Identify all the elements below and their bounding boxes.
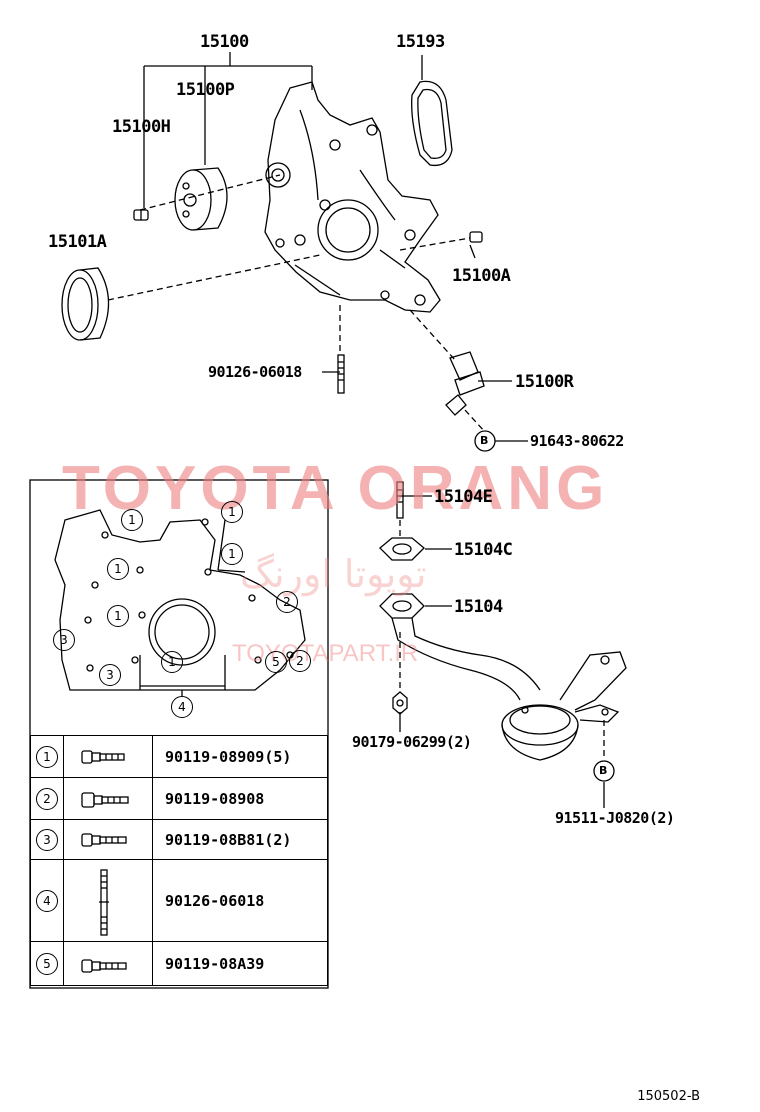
- callout-1: 1: [221, 543, 243, 565]
- part-number: 90119-08908: [152, 777, 328, 820]
- callout-2: 2: [289, 650, 311, 672]
- callout-1: 1: [121, 509, 143, 531]
- label-15104E: 15104E: [434, 487, 493, 507]
- row-number: 2: [36, 787, 58, 810]
- bolt-image-cell: [63, 819, 153, 860]
- bolt-table: 1 90119-08909(5) 2 90119-08908 3 90119-0…: [30, 735, 328, 986]
- label-90126-06018: 90126-06018: [208, 363, 302, 381]
- table-row: 4 90126-06018: [30, 859, 328, 942]
- row-number: 3: [36, 828, 58, 851]
- label-90179-06299: 90179-06299(2): [352, 733, 472, 751]
- callout-5: 5: [265, 651, 287, 673]
- table-row: 5 90119-08A39: [30, 941, 328, 986]
- table-row: 3 90119-08B81(2): [30, 819, 328, 860]
- drive-rotor: [174, 167, 228, 231]
- label-91643-80622: 91643-80622: [530, 432, 624, 450]
- callout-1: 1: [107, 605, 129, 627]
- callout-3: 3: [99, 664, 121, 686]
- bolt-image-cell: [63, 941, 153, 986]
- label-15100A: 15100A: [452, 266, 511, 286]
- row-number: 1: [36, 745, 58, 768]
- label-15100P: 15100P: [176, 80, 235, 100]
- label-91511-J0820: 91511-J0820(2): [555, 809, 675, 827]
- oil-pump-body: [264, 81, 441, 313]
- bolt-image-cell: [63, 735, 153, 778]
- part-number: 90119-08909(5): [152, 735, 328, 778]
- part-number: 90126-06018: [152, 859, 328, 942]
- label-15100R: 15100R: [515, 372, 574, 392]
- bolt-image-cell: [63, 859, 153, 942]
- bolt-image-cell: [63, 777, 153, 820]
- leader-lines: [143, 52, 605, 808]
- oil-seal: [61, 267, 110, 341]
- callout-4: 4: [171, 696, 193, 718]
- callout-2: 2: [276, 591, 298, 613]
- callout-1: 1: [107, 558, 129, 580]
- stud-bolt: [337, 354, 345, 394]
- oil-pressure-sensor: [445, 351, 485, 416]
- oil-strainer: [379, 593, 627, 761]
- flange-nut: [392, 691, 408, 715]
- row-number: 5: [36, 952, 58, 975]
- callout-3: 3: [53, 629, 75, 651]
- callout-1: 1: [161, 651, 183, 673]
- plug: [133, 209, 149, 221]
- label-15100: 15100: [200, 32, 249, 52]
- strainer-gasket: [379, 537, 425, 561]
- label-15193: 15193: [396, 32, 445, 52]
- label-15104: 15104: [454, 597, 503, 617]
- label-15104C: 15104C: [454, 540, 513, 560]
- callout-1: 1: [221, 501, 243, 523]
- row-number: 4: [36, 889, 58, 912]
- table-row: 2 90119-08908: [30, 777, 328, 820]
- strainer-stud: [396, 481, 404, 519]
- part-number: 90119-08B81(2): [152, 819, 328, 860]
- figure-id: 150502-B: [637, 1089, 700, 1104]
- gasket: [411, 80, 453, 167]
- part-number: 90119-08A39: [152, 941, 328, 986]
- bmark-a: B: [480, 434, 488, 447]
- table-row: 1 90119-08909(5): [30, 735, 328, 778]
- dashed-alignment: [107, 174, 605, 760]
- small-plug: [469, 231, 483, 243]
- bmark-b: B: [599, 764, 607, 777]
- label-15101A: 15101A: [48, 232, 107, 252]
- label-15100H: 15100H: [112, 117, 171, 137]
